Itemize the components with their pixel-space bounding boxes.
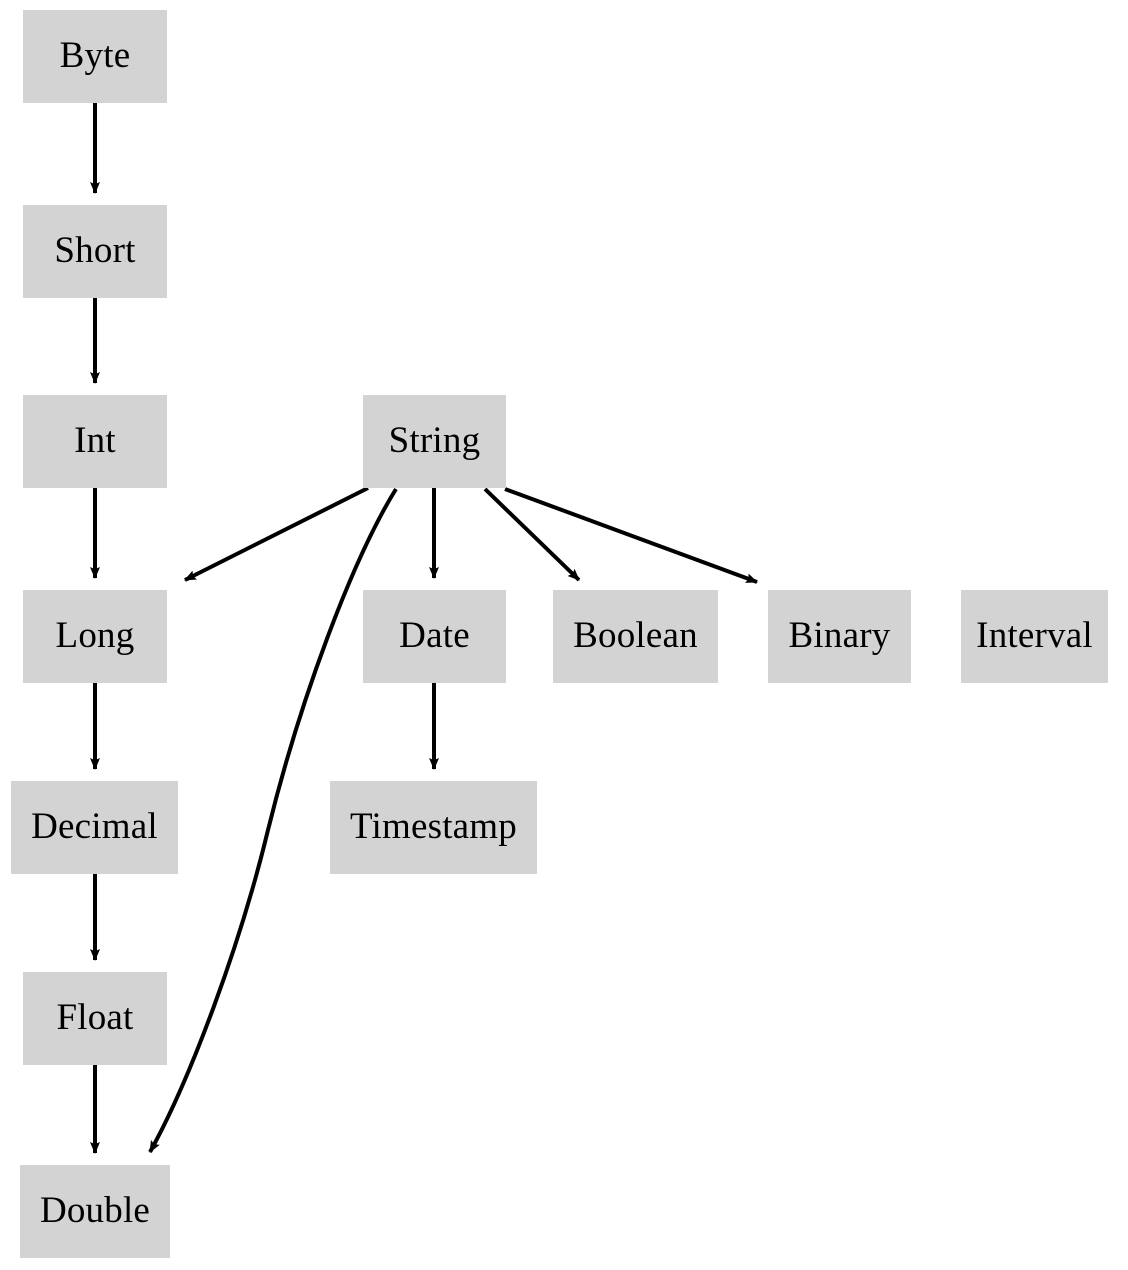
node-label-byte: Byte xyxy=(59,35,131,76)
node-label-double: Double xyxy=(39,1190,151,1231)
node-timestamp[interactable]: Timestamp xyxy=(330,781,537,874)
node-double[interactable]: Double xyxy=(20,1165,170,1258)
node-string[interactable]: String xyxy=(363,395,506,488)
node-short[interactable]: Short xyxy=(23,205,167,298)
node-long[interactable]: Long xyxy=(23,590,167,683)
node-date[interactable]: Date xyxy=(363,590,506,683)
node-label-int: Int xyxy=(74,420,116,461)
edge-string-boolean xyxy=(483,487,581,582)
node-int[interactable]: Int xyxy=(23,395,167,488)
node-decimal[interactable]: Decimal xyxy=(11,781,178,874)
node-boolean[interactable]: Boolean xyxy=(553,590,718,683)
node-binary[interactable]: Binary xyxy=(768,590,911,683)
node-label-date: Date xyxy=(399,615,470,656)
node-label-long: Long xyxy=(55,615,135,656)
node-label-boolean: Boolean xyxy=(573,615,698,656)
node-label-timestamp: Timestamp xyxy=(350,806,517,847)
edge-string-binary xyxy=(504,487,758,584)
node-float[interactable]: Float xyxy=(23,972,167,1065)
node-label-interval: Interval xyxy=(976,615,1093,656)
node-label-decimal: Decimal xyxy=(31,806,158,847)
node-label-short: Short xyxy=(54,230,136,271)
edge-string-long xyxy=(184,486,369,582)
node-label-binary: Binary xyxy=(788,615,891,656)
node-interval[interactable]: Interval xyxy=(961,590,1108,683)
node-label-string: String xyxy=(388,420,481,461)
node-byte[interactable]: Byte xyxy=(23,10,167,103)
node-label-float: Float xyxy=(56,997,134,1038)
